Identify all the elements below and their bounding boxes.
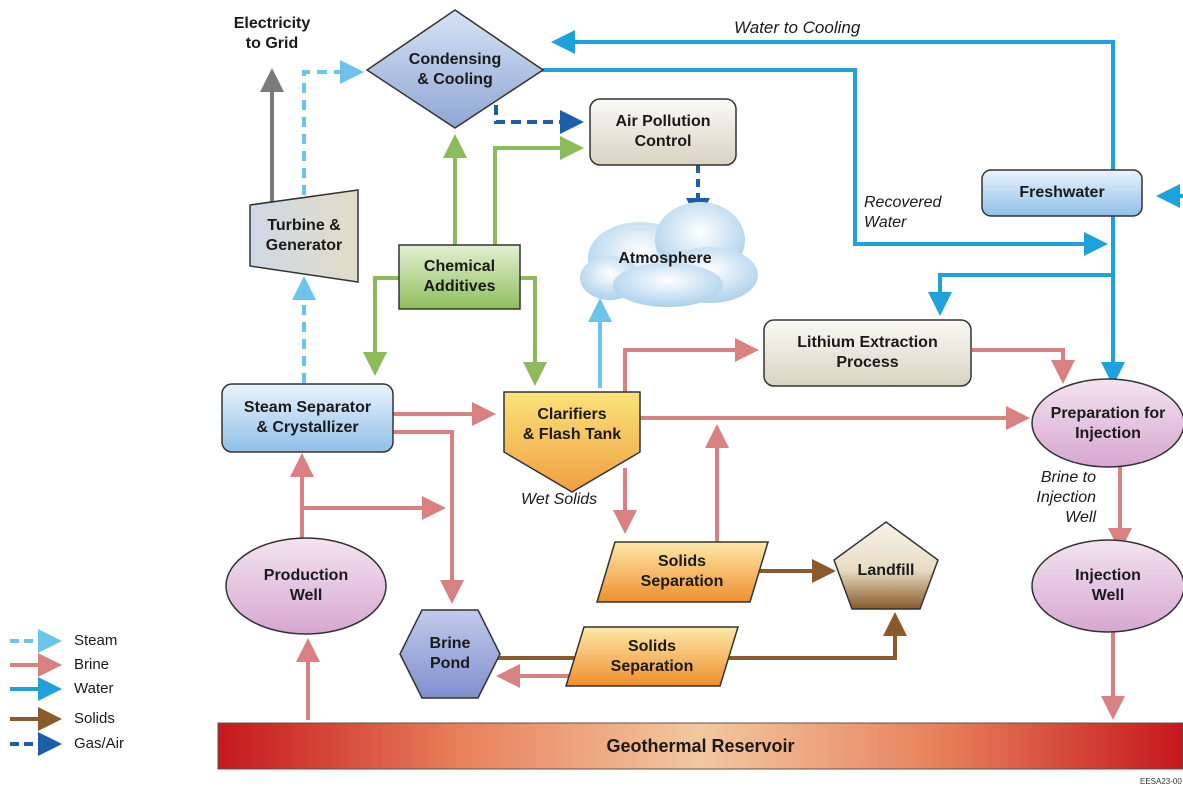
- arrow-water-to-lithium: [928, 273, 1113, 316]
- landfill-label: Landfill: [857, 562, 915, 579]
- solids-separation-2-shape: [564, 626, 740, 687]
- production-well-label: Production Well: [263, 567, 349, 604]
- electricity-to-grid-label: Electricity to Grid: [233, 15, 311, 52]
- solids-separation-1-shape: [595, 541, 770, 603]
- brine-to-injection-annotation: Brine to Injection Well: [1036, 469, 1096, 526]
- arrow-chem-to-clarifier: [520, 276, 547, 386]
- production-well-shape: [225, 537, 387, 635]
- injection-well-label: Injection Well: [1075, 567, 1141, 604]
- atmosphere-cloud-shape: [580, 202, 758, 307]
- arrow-brine-separator-to-pond: [393, 430, 464, 604]
- prep-injection-shape: [1031, 378, 1183, 468]
- arrow-steam-turbine-to-condensing: [302, 60, 364, 195]
- clarifiers-shape: [503, 391, 641, 493]
- freshwater-shape: [981, 169, 1143, 217]
- air-pollution-control-label: Air Pollution Control: [615, 113, 711, 150]
- water-to-cooling-annotation: Water to Cooling: [734, 18, 861, 37]
- arrow-brine-lithium-to-prep: [972, 348, 1075, 384]
- arrow-brine-clarifier-to-lithium: [623, 338, 759, 392]
- geothermal-reservoir-shape: [217, 722, 1183, 770]
- condensing-cooling-shape: [365, 9, 545, 129]
- steam-separator-shape: [221, 383, 394, 453]
- lithium-extraction-label: Lithium Extraction Process: [797, 334, 938, 371]
- arrow-chem-to-separator: [363, 276, 399, 376]
- solids-separation-2-label: Solids Separation: [610, 638, 694, 675]
- clarifiers-label: Clarifiers & Flash Tank: [522, 406, 622, 443]
- atmosphere-label: Atmosphere: [618, 250, 712, 267]
- arrow-solids-separation2-to-landfill: [728, 612, 907, 660]
- wet-solids-annotation: Wet Solids: [521, 491, 598, 508]
- arrow-chem-to-apc: [493, 136, 584, 245]
- prep-injection-label: Preparation for Injection: [1050, 405, 1166, 442]
- brine-pond-shape: [399, 609, 501, 699]
- freshwater-label: Freshwater: [1019, 184, 1105, 201]
- legend-water-label: Water: [74, 680, 114, 697]
- turbine-generator-label: Turbine & Generator: [265, 217, 343, 254]
- steam-separator-label: Steam Separator & Crystallizer: [243, 399, 372, 436]
- arrow-gas-condensing-to-apc: [494, 105, 584, 134]
- chemical-additives-label: Chemical Additives: [423, 258, 496, 295]
- arrow-water-condensing-to-recovered: [542, 68, 1108, 256]
- condensing-cooling-label: Condensing & Cooling: [408, 51, 502, 88]
- solids-separation-1-label: Solids Separation: [640, 553, 724, 590]
- turbine-shape: [249, 189, 359, 283]
- legend-steam-label: Steam: [74, 632, 118, 649]
- landfill-shape: [833, 521, 939, 610]
- legend-solids-label: Solids: [74, 710, 115, 727]
- air-pollution-control-shape: [589, 98, 737, 166]
- injection-well-shape: [1031, 539, 1183, 633]
- lithium-extraction-shape: [763, 319, 972, 387]
- geothermal-reservoir-label: Geothermal Reservoir: [606, 736, 795, 756]
- legend-gas-label: Gas/Air: [74, 735, 125, 752]
- recovered-water-annotation: Recovered Water: [864, 194, 942, 231]
- chemical-additives-shape: [398, 244, 521, 310]
- legend-lines: [10, 629, 62, 756]
- figure-id-label: EESA23-00: [1140, 777, 1182, 786]
- legend-brine-label: Brine: [74, 656, 110, 673]
- brine-pond-label: Brine Pond: [429, 635, 471, 672]
